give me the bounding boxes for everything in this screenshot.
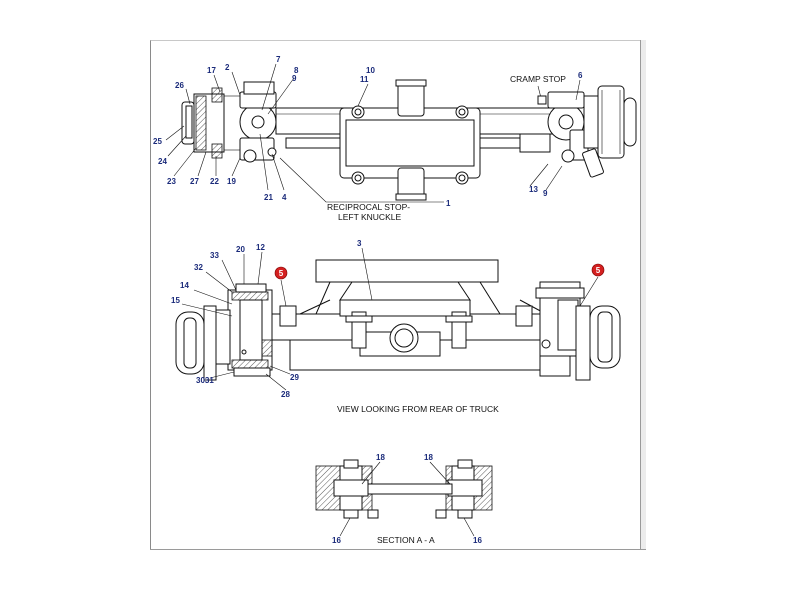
callout-32: 32 (194, 263, 203, 272)
callout-33: 33 (210, 251, 219, 260)
callout-12: 12 (256, 243, 265, 252)
callout-28: 28 (281, 390, 290, 399)
callout-8: 8 (294, 66, 299, 75)
section-tie-rod (367, 483, 453, 495)
callout-21: 21 (264, 193, 273, 202)
callout-4: 4 (282, 193, 287, 202)
callout-9-right: 9 (543, 189, 548, 198)
callout-16-left: 16 (332, 536, 341, 545)
rear-view-leaders (181, 247, 599, 391)
callout-15: 15 (171, 296, 180, 305)
section-aa-view (315, 459, 493, 537)
callout-19: 19 (227, 177, 236, 186)
callout-7: 7 (276, 55, 281, 64)
callout-14: 14 (180, 281, 189, 290)
captions: CRAMP STOP RECIPROCAL STOP- LEFT KNUCKLE… (327, 74, 566, 545)
caption-left-knuckle: LEFT KNUCKLE (338, 212, 401, 222)
callout-18-left: 18 (376, 453, 385, 462)
caption-cramp-stop: CRAMP STOP (510, 74, 566, 84)
callout-2: 2 (225, 63, 230, 72)
callout-24: 24 (158, 157, 167, 166)
callout-numbers: 26 17 2 7 8 9 10 11 6 25 24 23 27 22 19 … (153, 55, 583, 545)
callout-26: 26 (175, 81, 184, 90)
callout-10: 10 (366, 66, 375, 75)
callout-3031: 3031 (196, 376, 214, 385)
callout-17: 17 (207, 66, 216, 75)
callout-22: 22 (210, 177, 219, 186)
vertical-scrollbar[interactable] (640, 40, 646, 550)
svg-text:5: 5 (596, 266, 601, 275)
top-view-leaders (165, 63, 581, 203)
callout-6: 6 (578, 71, 583, 80)
callout-23: 23 (167, 177, 176, 186)
callout-3: 3 (357, 239, 362, 248)
rear-view (175, 259, 621, 381)
callout-badge-5-left: 5 (274, 266, 288, 280)
callout-13: 13 (529, 185, 538, 194)
callout-18-right: 18 (424, 453, 433, 462)
callout-11: 11 (360, 75, 369, 84)
callout-16-right: 16 (473, 536, 482, 545)
callout-badge-5-right: 5 (591, 263, 605, 277)
callout-27: 27 (190, 177, 199, 186)
callout-1: 1 (446, 199, 451, 208)
top-view (181, 79, 637, 201)
viewer-bottom-border (150, 549, 646, 550)
callout-20: 20 (236, 245, 245, 254)
left-hub-inner (185, 105, 193, 139)
caption-rear-view: VIEW LOOKING FROM REAR OF TRUCK (337, 404, 499, 414)
caption-section-aa: SECTION A - A (377, 535, 435, 545)
callout-29: 29 (290, 373, 299, 382)
rear-axle-upper (315, 259, 499, 283)
caption-reciprocal-stop: RECIPROCAL STOP- (327, 202, 410, 212)
callout-9-top: 9 (292, 74, 297, 83)
svg-text:5: 5 (279, 269, 284, 278)
callout-25: 25 (153, 137, 162, 146)
